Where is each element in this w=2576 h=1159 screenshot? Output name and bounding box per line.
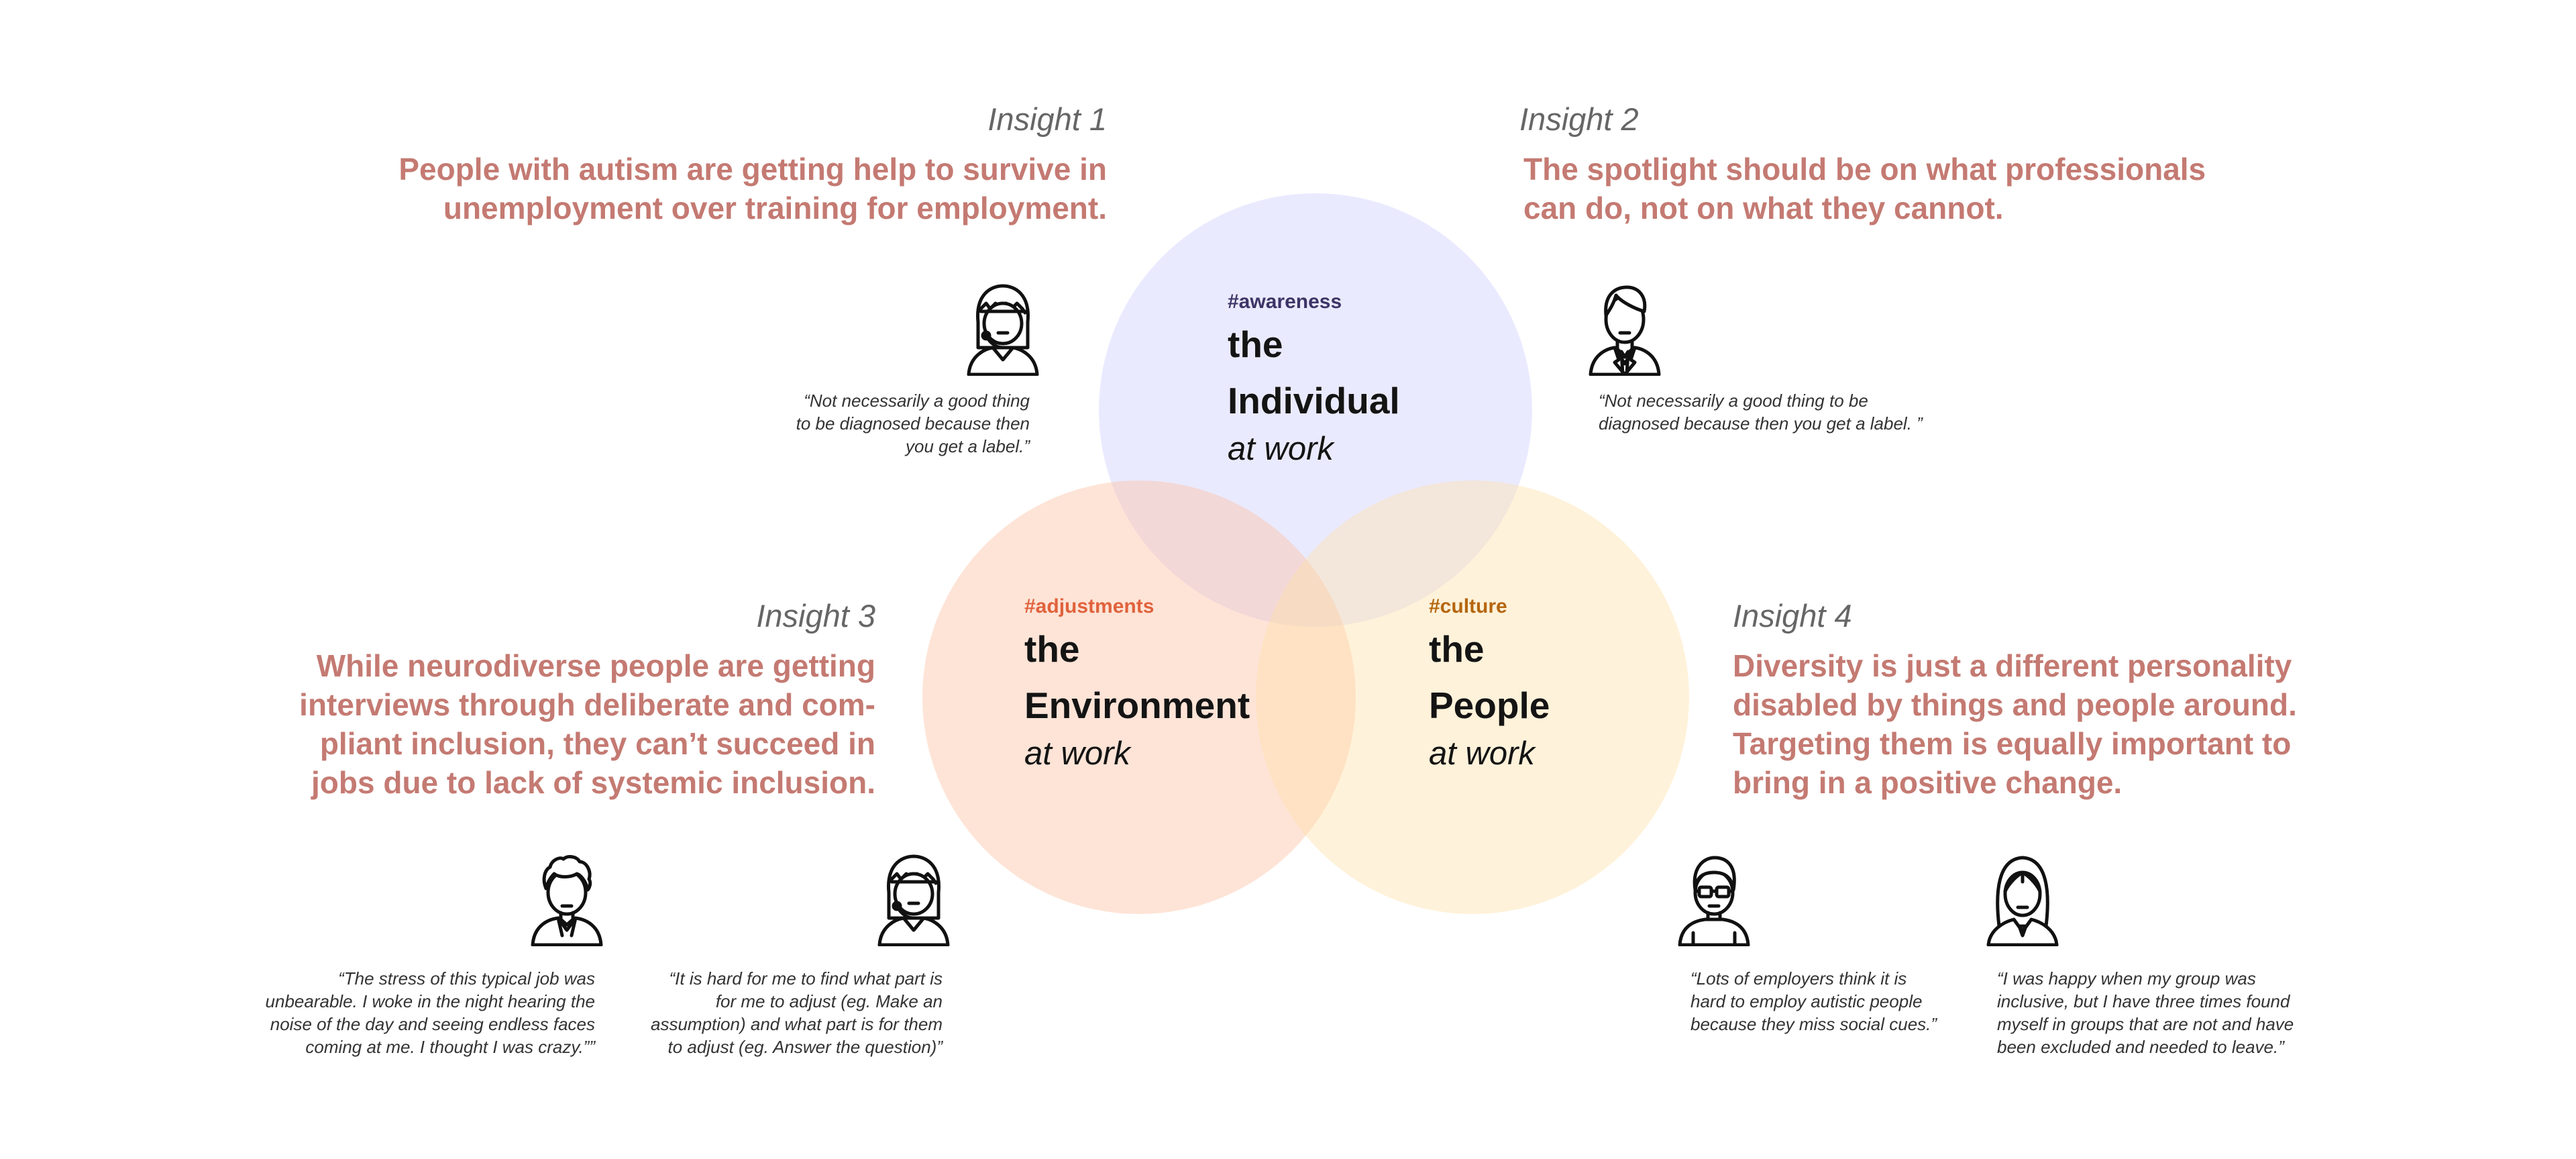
quote-2-line: diagnosed because then you get a label. … (1599, 413, 1923, 434)
quote-3b-line: to adjust (eg. Answer the question)” (667, 1037, 943, 1057)
circle-environment-label: #adjustments the Environment at work (1024, 595, 1250, 774)
circle-environment-title-2: Environment (1024, 685, 1250, 726)
quote-2: “Not necessarily a good thing to be diag… (1599, 389, 2068, 435)
quote-2-line: “Not necessarily a good thing to be (1599, 391, 1868, 411)
circle-people-title-2: People (1429, 685, 1550, 726)
quote-3a-line: coming at me. I thought I was crazy.”” (305, 1037, 595, 1057)
insight-1: Insight 1 People with autism are getting… (235, 101, 1107, 228)
insight-1-label: Insight 1 (987, 101, 1107, 137)
quote-3a-line: unbearable. I woke in the night hearing … (265, 991, 595, 1011)
hashtag-adjustments: #adjustments (1024, 595, 1155, 617)
circle-individual-title-2: Individual (1228, 380, 1400, 421)
insight-2-text: The spotlight should be on what professi… (1523, 150, 2324, 228)
insight-3-line: While neurodiverse people are getting (316, 648, 875, 683)
insight-3-label: Insight 3 (756, 598, 875, 634)
insight-4-line: disabled by things and people around. (1733, 687, 2297, 722)
insight-3-text: While neurodiverse people are getting in… (138, 646, 875, 802)
insight-3-line: interviews through deliberate and com- (299, 687, 875, 722)
man-curly-hair-icon (531, 855, 603, 946)
quote-4a-line: “Lots of employers think it is (1690, 968, 1907, 989)
quote-1-line: “Not necessarily a good thing (804, 391, 1030, 411)
insight-1-text: People with autism are getting help to s… (235, 150, 1107, 228)
insight-4-line: Targeting them is equally important to (1733, 726, 2292, 761)
quote-4b-line: “I was happy when my group was (1997, 968, 2256, 989)
venn-circle-individual (1099, 193, 1532, 627)
venn-circle-environment (922, 481, 1356, 914)
woman-bangs-icon (877, 854, 950, 946)
quote-3b: “It is hard for me to find what part is … (540, 967, 943, 1058)
insight-3: Insight 3 While neurodiverse people are … (138, 597, 875, 802)
quote-4b-line: myself in groups that are not and have (1997, 1014, 2294, 1034)
quote-4a-line: hard to employ autistic people (1690, 991, 1923, 1011)
quote-1-line: you get a label.” (905, 436, 1030, 456)
circle-people-label: #culture the People at work (1429, 595, 1550, 774)
quote-4a-line: because they miss social cues.” (1690, 1014, 1937, 1034)
quote-4a: “Lots of employers think it is hard to e… (1690, 967, 2026, 1036)
insight-1-line: People with autism are getting help to s… (398, 152, 1107, 187)
quote-3b-line: assumption) and what part is for them (651, 1014, 943, 1034)
circle-people-title-1: the (1429, 628, 1485, 670)
circle-people-sub: at work (1429, 736, 1535, 772)
circle-environment-sub: at work (1024, 736, 1130, 772)
insight-3-line: jobs due to lack of systemic inclusion. (311, 765, 875, 800)
circle-individual-sub: at work (1228, 431, 1334, 467)
insight-4-line: bring in a positive change. (1733, 765, 2123, 800)
quote-3b-line: for me to adjust (eg. Make an (715, 991, 943, 1011)
insight-4: Insight 4 Diversity is just a different … (1733, 597, 2471, 802)
insight-2-line: The spotlight should be on what professi… (1523, 152, 2206, 187)
quote-1-line: to be diagnosed because then (796, 413, 1030, 434)
insight-4-line: Diversity is just a different personalit… (1733, 648, 2292, 683)
quote-3a-line: noise of the day and seeing endless face… (270, 1014, 595, 1034)
insight-3-line: pliant inclusion, they can’t succeed in (319, 726, 875, 761)
insight-1-line: unemployment over training for employmen… (443, 191, 1107, 225)
circle-environment-title-1: the (1024, 628, 1080, 670)
quote-1: “Not necessarily a good thing to be diag… (627, 389, 1030, 458)
hashtag-awareness: #awareness (1228, 291, 1342, 313)
circle-individual-title-1: the (1228, 323, 1283, 365)
insight-2: Insight 2 The spotlight should be on wha… (1519, 101, 2324, 228)
insight-2-line: can do, not on what they cannot. (1523, 191, 2004, 225)
venn-circle-people (1256, 481, 1689, 914)
woman-long-hair-icon (1986, 856, 2059, 946)
circle-individual-label: #awareness the Individual at work (1228, 291, 1400, 469)
man-glasses-icon (1678, 856, 1750, 946)
insight-4-text: Diversity is just a different personalit… (1733, 646, 2471, 802)
quote-3b-line: “It is hard for me to find what part is (669, 968, 943, 989)
hashtag-culture: #culture (1429, 595, 1507, 617)
insight-2-label: Insight 2 (1519, 101, 1639, 137)
quote-4b-line: inclusive, but I have three times found (1997, 991, 2290, 1011)
quote-3a: “The stress of this typical job was unbe… (125, 967, 595, 1058)
quote-4b-line: been excluded and needed to leave.” (1997, 1037, 2284, 1057)
man-suit-icon (1589, 285, 1661, 376)
quote-4b: “I was happy when my group was inclusive… (1997, 967, 2400, 1058)
woman-bangs-icon (967, 284, 1039, 376)
quote-3a-line: “The stress of this typical job was (338, 968, 595, 989)
insight-4-label: Insight 4 (1733, 598, 1852, 634)
